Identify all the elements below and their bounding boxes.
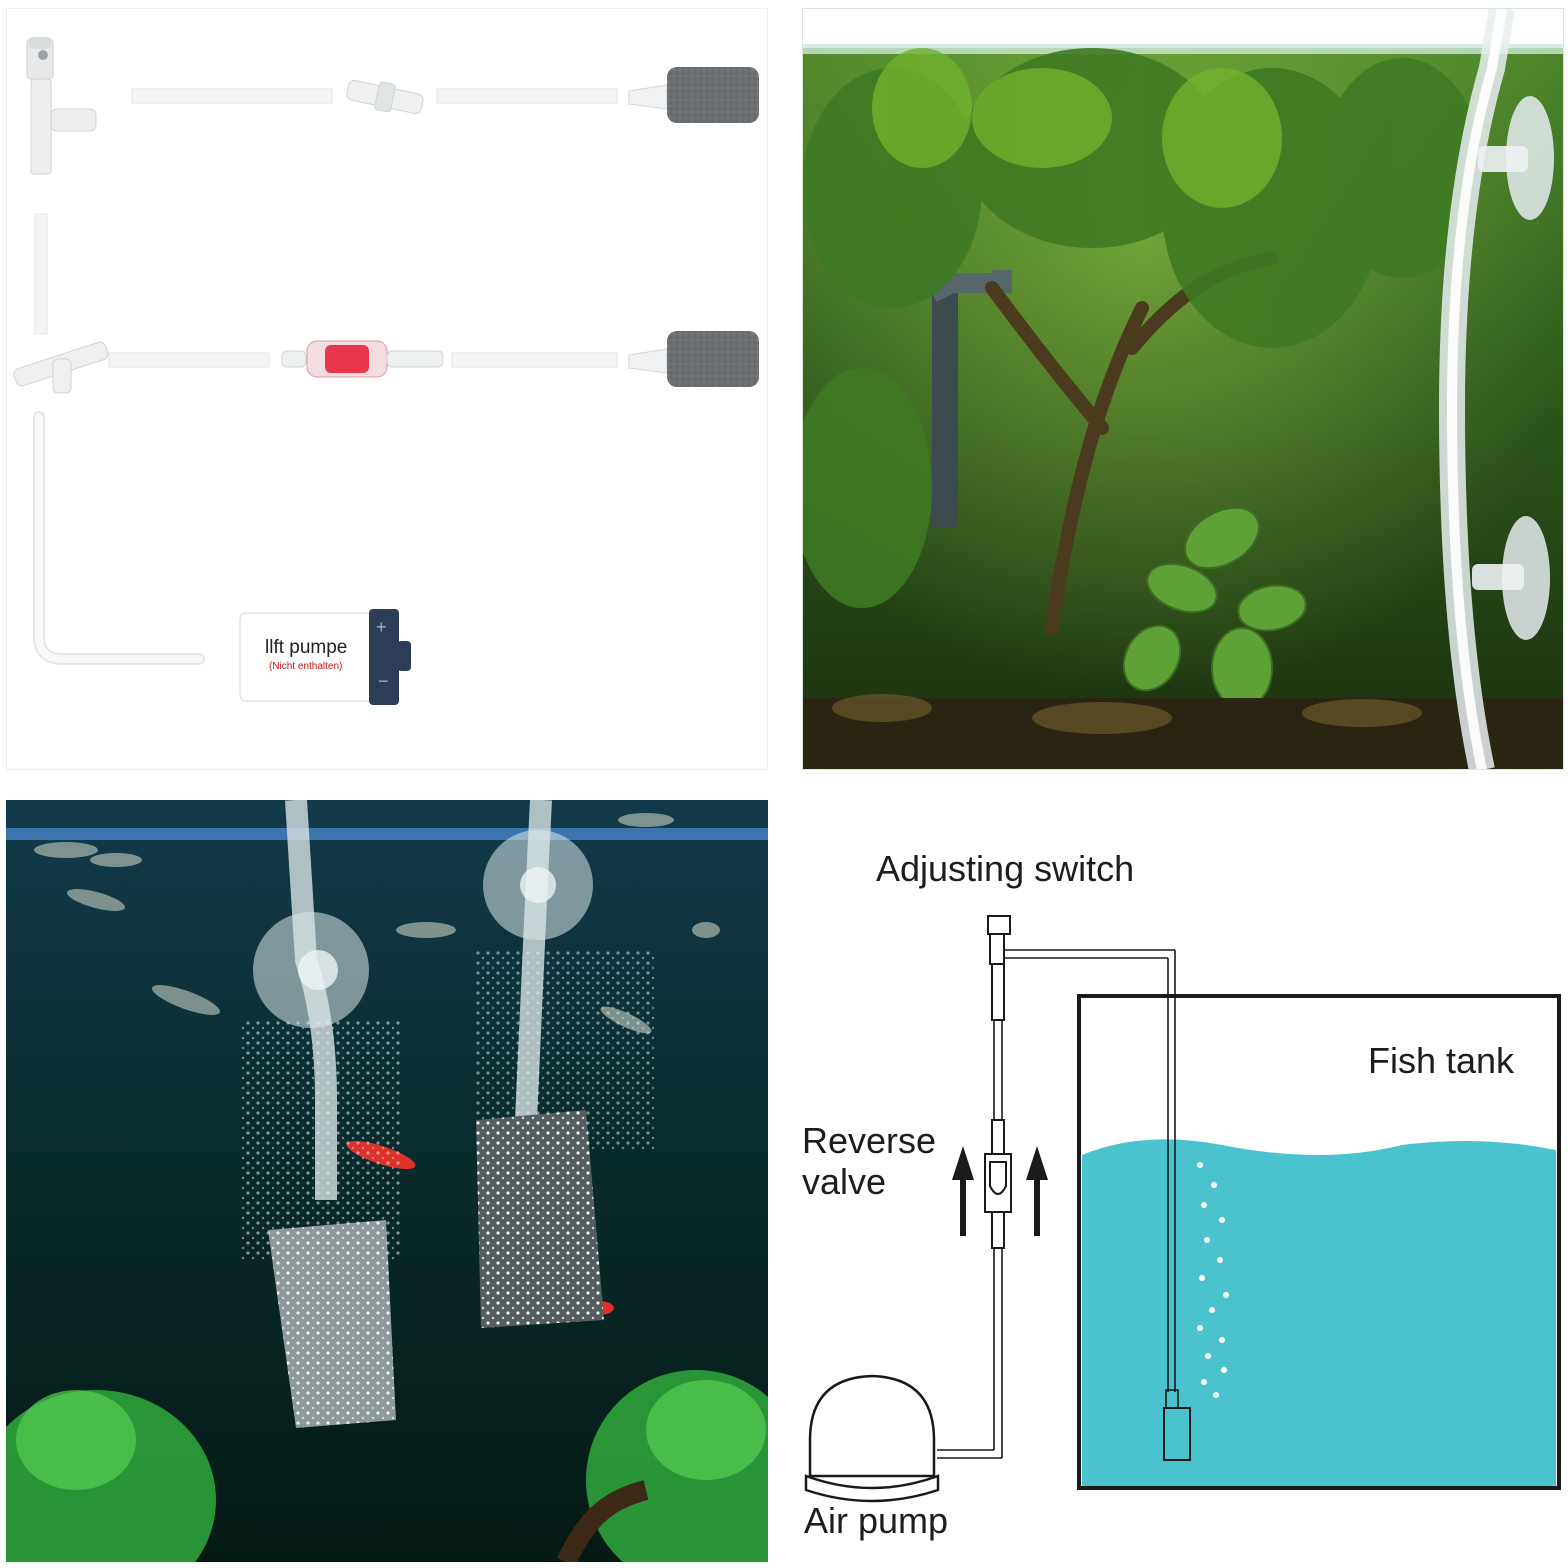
air-tube-suction-cups: [1438, 8, 1554, 770]
bubbles-scene: [6, 800, 768, 1562]
diagram-lines: [804, 915, 1561, 1503]
minus-sign: −: [378, 671, 389, 691]
bubbles: [1197, 1162, 1229, 1398]
air-pump-device: [239, 609, 411, 705]
check-valve: [281, 340, 444, 378]
air-tube: [451, 352, 618, 368]
reverse-valve-symbol: [984, 1119, 1012, 1249]
broadleaf-plant: [1122, 506, 1307, 709]
air-stones-photo: [6, 800, 768, 1562]
airflow-arrows: [952, 1146, 1048, 1236]
pump-label: llft pumpe: [265, 637, 348, 658]
pump-note: (Nicht enthalten): [269, 661, 343, 672]
air-stone-assembly: [476, 800, 656, 1328]
air-tube: [108, 352, 270, 368]
air-pump-symbol: [804, 1374, 940, 1503]
air-stone-assembly: [241, 800, 401, 1428]
air-tube: [131, 88, 333, 104]
fish-tank-label: Fish tank: [1368, 1040, 1515, 1081]
aquarium-photo: [802, 8, 1564, 770]
straight-connector: [346, 79, 424, 115]
air-stone: [628, 67, 759, 123]
filter-pipe: [932, 278, 958, 528]
air-pump-label: Air pump: [804, 1500, 949, 1541]
aquarium-scene: [802, 8, 1564, 770]
parts-panel: llft pumpe (Nicht enthalten) + −: [6, 8, 768, 770]
air-tube: [34, 213, 48, 335]
air-stone: [628, 331, 759, 387]
parts-illustration: [13, 37, 759, 705]
air-tube: [436, 88, 618, 104]
control-valve: [26, 37, 97, 175]
fish-tank: [1077, 994, 1561, 1490]
plus-sign: +: [376, 617, 387, 637]
adjusting-switch-label: Adjusting switch: [876, 848, 1135, 889]
tubing: [937, 930, 1179, 1459]
reverse-valve-label: Reverse valve: [802, 1120, 937, 1203]
setup-diagram: Adjusting switch Reverse valve Fish tank…: [802, 800, 1564, 1562]
t-connector: [13, 341, 109, 394]
l-shaped-tube: [33, 411, 205, 665]
adjusting-switch-symbol: [987, 915, 1011, 1021]
